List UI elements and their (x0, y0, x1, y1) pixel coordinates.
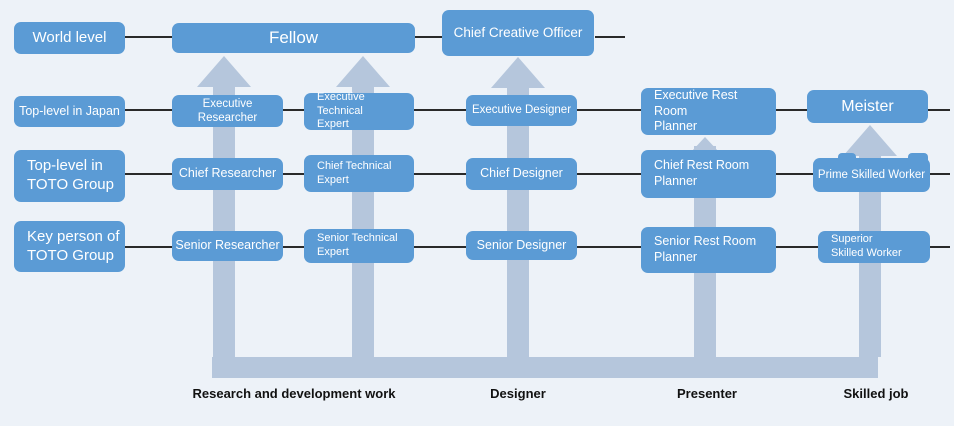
connector-line (928, 109, 950, 111)
connector-line (776, 173, 813, 175)
category-label-skilled-job: Skilled job (843, 386, 909, 401)
box-chief-researcher: Chief Researcher (172, 158, 283, 190)
connector-line (283, 246, 304, 248)
connector-line (125, 173, 172, 175)
box-senior-researcher: Senior Researcher (172, 231, 283, 261)
connector-line (414, 109, 466, 111)
connector-line (283, 173, 304, 175)
box-senior-designer: Senior Designer (466, 231, 577, 260)
category-label-designer: Designer (490, 386, 546, 401)
box-executive-designer: Executive Designer (466, 95, 577, 126)
connector-line (414, 173, 466, 175)
box-superior-skilled-worker: Superior Skilled Worker (818, 231, 930, 263)
box-fellow: Fellow (172, 23, 415, 53)
arrow-shaft-designer-track (507, 86, 529, 357)
box-executive-researcher: Executive Researcher (172, 95, 283, 127)
arrow-up-icon (336, 56, 390, 87)
box-senior-rest-room-planner: Senior Rest Room Planner (641, 227, 776, 273)
connector-line (776, 109, 807, 111)
connector-line (577, 246, 641, 248)
connector-line (125, 246, 172, 248)
arrow-up-icon (197, 56, 251, 87)
box-chief-technical-expert: Chief Technical Expert (304, 155, 414, 192)
box-chief-rest-room-planner: Chief Rest Room Planner (641, 150, 776, 198)
arrow-shaft-researcher-track (213, 86, 235, 357)
connector-line (283, 109, 304, 111)
arrow-shaft-technical-track (352, 86, 374, 357)
connector-line (595, 36, 625, 38)
connector-line (414, 246, 466, 248)
level-label-world: World level (14, 22, 125, 54)
connector-line (415, 36, 442, 38)
arrow-up-icon (491, 57, 545, 88)
box-executive-technical-expert: Executive Technical Expert (304, 91, 414, 130)
connector-line (577, 109, 641, 111)
box-chief-creative-officer: Chief Creative Officer (442, 10, 594, 56)
connector-line (930, 173, 950, 175)
box-executive-rest-room-planner: Executive Rest Room Planner (641, 88, 776, 135)
box-senior-technical-expert: Senior Technical Expert (304, 229, 414, 263)
box-prime-skilled-worker: Prime Skilled Worker (813, 158, 930, 192)
connector-line (577, 173, 641, 175)
connector-line (930, 246, 950, 248)
box-chief-designer: Chief Designer (466, 158, 577, 190)
arrow-up-icon (843, 125, 897, 156)
arrow-base-bar (212, 357, 878, 378)
connector-line (125, 36, 172, 38)
category-label-research: Research and development work (192, 386, 396, 401)
level-label-key-person: Key person of TOTO Group (14, 221, 125, 272)
box-meister: Meister (807, 90, 928, 123)
connector-line (776, 246, 818, 248)
level-label-japan: Top-level in Japan (14, 96, 125, 127)
connector-line (125, 109, 172, 111)
category-label-presenter: Presenter (677, 386, 737, 401)
level-label-toto-group: Top-level in TOTO Group (14, 150, 125, 202)
